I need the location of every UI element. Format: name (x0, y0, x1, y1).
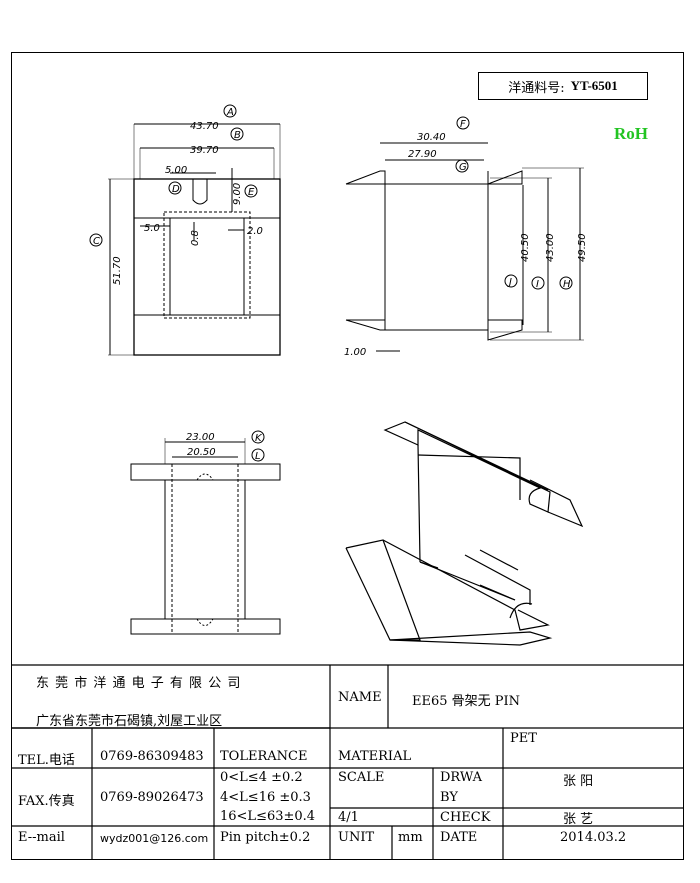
drawn-value: 张 阳 (563, 774, 594, 789)
date-value: 2014.03.2 (560, 830, 627, 845)
dim-height: 51.70 (112, 256, 123, 285)
dim-gap: 2.0 (247, 226, 263, 237)
scale-value: 4/1 (338, 810, 359, 825)
check-label: CHECK (440, 810, 491, 825)
dim-flange: 1.00 (344, 347, 366, 358)
dim-h-j: 40.50 (520, 233, 531, 262)
label-h: H (563, 279, 571, 290)
dim-slot-width: 5.00 (165, 165, 187, 176)
label-b: B (234, 130, 241, 141)
front-view-dims: 43.70 39.70 5.00 5.0 2.0 9.00 0.8 51.70 … (93, 107, 263, 285)
tel-value: 0769-86309483 (100, 749, 204, 764)
label-d: D (172, 184, 180, 195)
label-i: I (536, 279, 539, 290)
part-number: YT-6501 (570, 78, 618, 93)
rohs-mark: RoH (614, 124, 648, 143)
scale-label: SCALE (338, 770, 385, 785)
dim-wall: 0.8 (190, 230, 201, 246)
label-c: C (93, 236, 100, 247)
material-label: MATERIAL (338, 749, 412, 764)
side-view-dims: 30.40 27.90 40.50 43.00 49.50 1.00 F G H… (344, 119, 588, 358)
title-block-lines (11, 664, 684, 860)
dim-h-i: 43.00 (545, 233, 556, 262)
check-value: 张 艺 (563, 812, 594, 827)
tolerance-2: 4<L≤16 ±0.3 (220, 790, 311, 805)
label-j: J (507, 277, 512, 288)
dim-window-offset: 5.0 (144, 223, 160, 234)
label-g: G (459, 162, 467, 173)
drawn-label-2: BY (440, 790, 458, 805)
unit-label: UNIT (338, 830, 375, 845)
tolerance-3: 16<L≤63±0.4 (220, 809, 316, 824)
dim-side-outer: 30.40 (417, 132, 446, 143)
drawing-frame (11, 52, 684, 860)
dim-top-outer: 43.70 (190, 121, 219, 132)
bottom-view-dims: 23.00 20.50 K L (186, 432, 263, 462)
tolerance-label: TOLERANCE (220, 749, 308, 764)
part-number-label: 洋通料号: (508, 80, 565, 96)
label-f: F (460, 119, 466, 130)
label-k: K (255, 433, 263, 444)
part-number-box: 洋通料号: YT-6501 (478, 72, 648, 100)
name-label: NAME (338, 690, 382, 705)
dim-top-inner: 39.70 (190, 145, 219, 156)
drawn-label-1: DRWA (440, 770, 483, 785)
side-view (345, 116, 584, 352)
material-value: PET (510, 731, 537, 746)
date-label: DATE (440, 830, 478, 845)
fax-label: FAX.传真 (18, 794, 75, 809)
label-l: L (255, 451, 261, 462)
email-value: wydz001@126.com (100, 832, 209, 845)
email-label: E--mail (18, 830, 65, 845)
dim-slot-depth: 9.00 (232, 183, 243, 205)
company-address: 广东省东莞市石碣镇,刘屋工业区 (36, 714, 223, 729)
label-e: E (248, 187, 255, 198)
company-name: 东 莞 市 洋 通 电 子 有 限 公 司 (36, 676, 242, 691)
name-value: EE65 骨架无 PIN (412, 694, 521, 709)
tel-label: TEL.电话 (18, 753, 75, 768)
front-view (89, 104, 281, 356)
isometric-view (345, 421, 584, 646)
tolerance-4: Pin pitch±0.2 (220, 830, 311, 845)
label-a: A (226, 107, 234, 118)
bottom-view (130, 430, 281, 635)
dim-h-h: 49.50 (577, 233, 588, 262)
unit-value: mm (398, 830, 423, 845)
dim-bottom-inner: 20.50 (187, 447, 216, 458)
dim-bottom-outer: 23.00 (186, 432, 215, 443)
dim-side-inner: 27.90 (408, 149, 437, 160)
fax-value: 0769-89026473 (100, 790, 204, 805)
tolerance-1: 0<L≤4 ±0.2 (220, 770, 303, 785)
